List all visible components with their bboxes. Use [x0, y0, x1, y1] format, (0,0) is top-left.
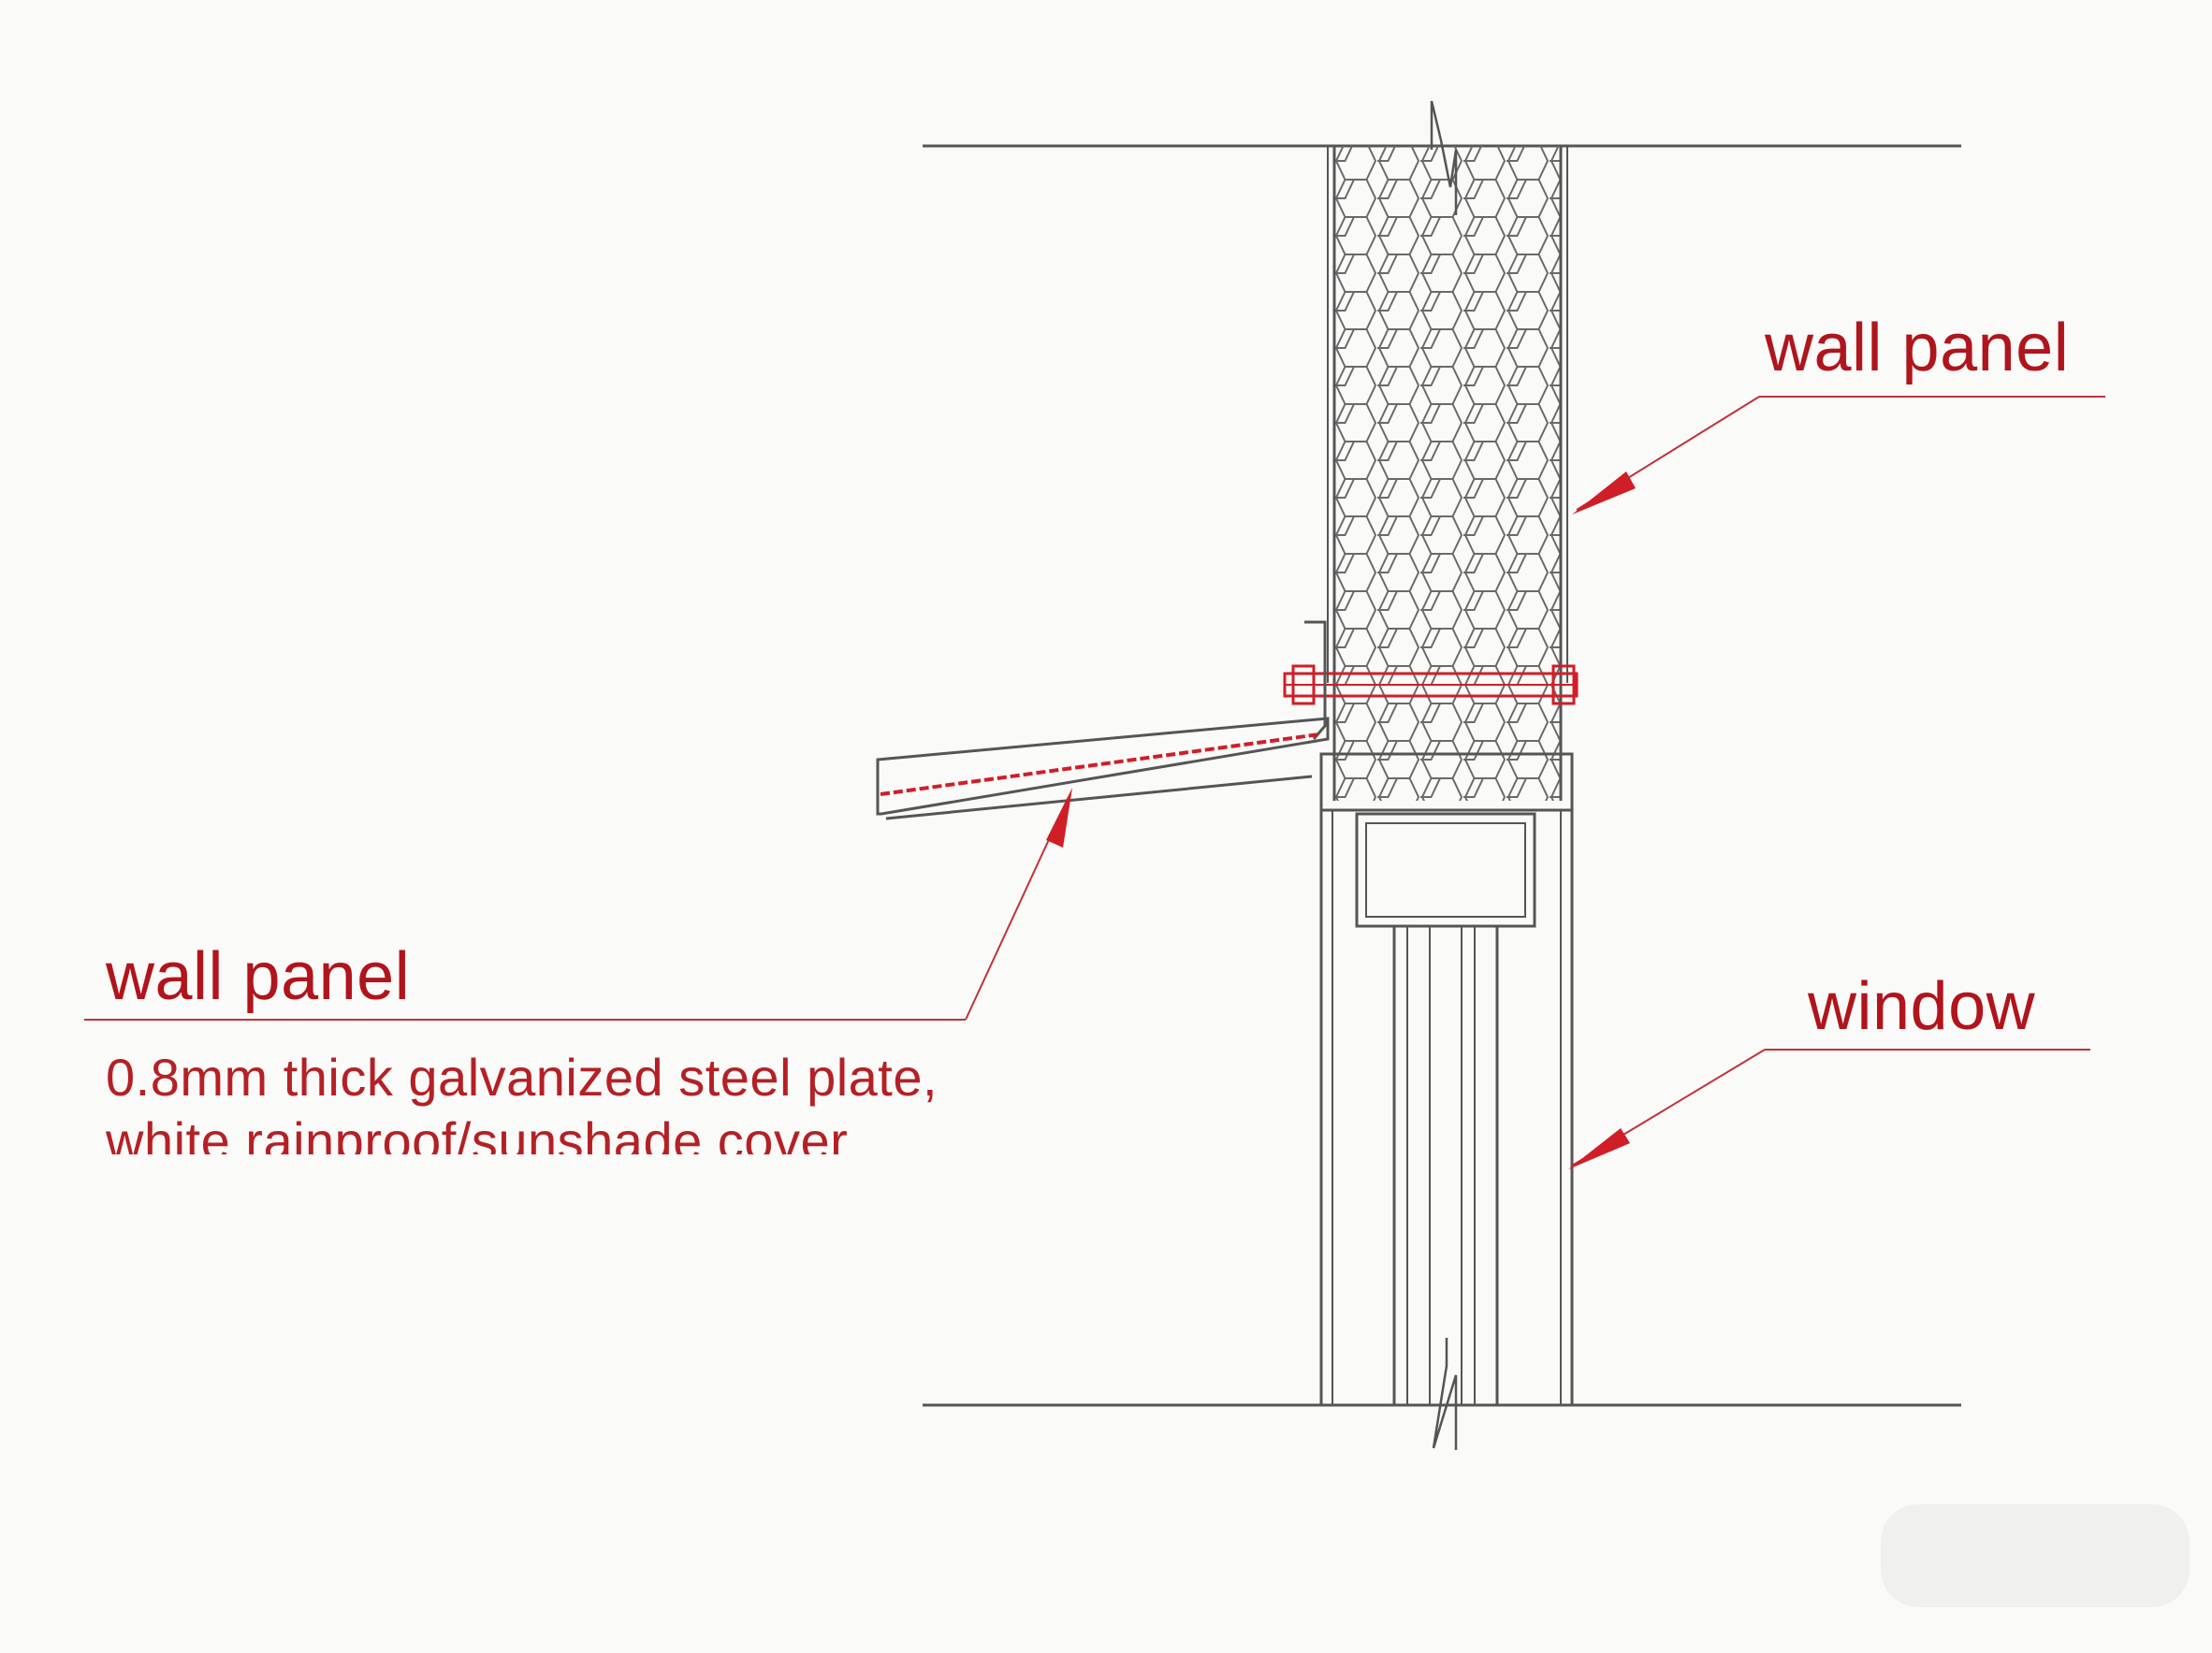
label-window: window: [1808, 969, 2036, 1044]
cover-note-line-1: 0.8mm thick galvanized steel plate,: [106, 1048, 939, 1107]
top-break-symbol: [1430, 100, 1458, 215]
bottom-break-symbol: [1432, 1338, 1458, 1450]
leader-window: [1568, 1049, 2090, 1169]
wall-panel-section: [1327, 146, 1568, 801]
cover-note: 0.8mm thick galvanized steel plate, whit…: [106, 1046, 938, 1154]
sunshade-bracket: [1304, 620, 1327, 740]
leader-wall-panel-upper: [1572, 396, 2105, 515]
label-wall-panel-upper: wall panel: [1765, 311, 2070, 385]
label-wall-panel-cover: wall panel: [106, 939, 411, 1014]
cover-note-line-2: white rainproof/sunshade cover: [106, 1111, 849, 1155]
leader-wall-panel-cover: [84, 788, 1072, 1021]
anchor-bolt: [1283, 664, 1579, 705]
window-frame: [1319, 752, 1574, 1405]
sunshade-cover: [876, 717, 1330, 820]
corner-blur: [1881, 1504, 2190, 1607]
